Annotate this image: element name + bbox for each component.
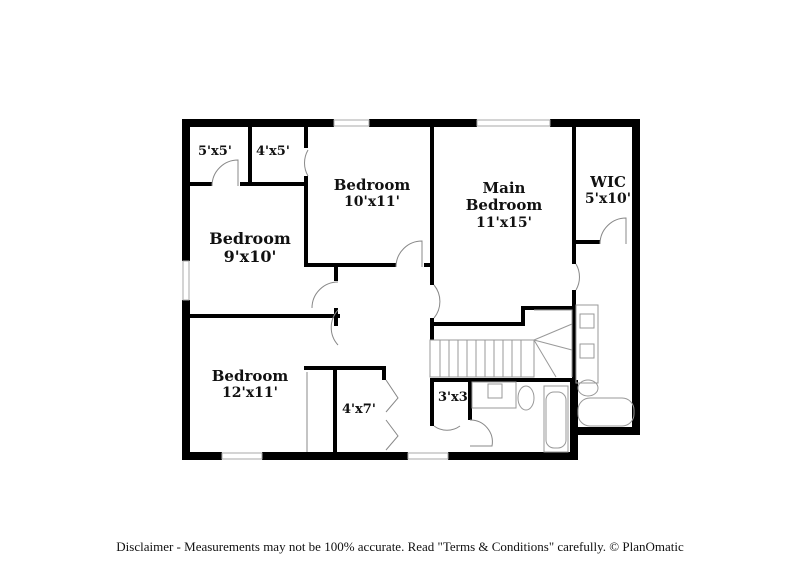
room-label-main-bedroom: Main Bedroom 11'x15' [448,179,560,231]
windows [182,119,551,460]
disclaimer-text: Disclaimer - Measurements may not be 100… [116,539,684,554]
room-label-closet-4x5: 4'x5' [256,144,290,159]
room-name: WIC [590,173,626,191]
room-dimensions: 11'x15' [476,214,532,231]
room-label-closet-5x5: 5'x5' [198,144,232,159]
room-name: Bedroom [209,229,291,248]
room-label-wic: WIC 5'x10' [578,173,638,208]
bathroom-fixtures [471,304,635,453]
room-name: Bedroom [333,176,411,194]
room-name-line1: Main [482,179,526,197]
room-dimensions: 5'x10' [584,191,632,208]
interior-walls [190,127,600,456]
room-dimensions: 10'x11' [344,194,400,211]
room-label-closet-4x7: 4'x7' [342,402,376,417]
room-label-closet-3x3: 3'x3 [438,390,468,405]
room-label-bedroom-9x10: Bedroom 9'x10' [194,229,306,267]
room-name-line2: Bedroom [465,196,543,215]
door-swings [211,149,627,452]
room-label-bedroom-10x11: Bedroom 10'x11' [318,176,426,211]
room-name: Bedroom [211,367,289,385]
room-dimensions: 9'x10' [223,247,277,267]
room-dimensions: 12'x11' [222,385,278,402]
staircase [429,309,573,378]
room-label-bedroom-12x11: Bedroom 12'x11' [194,367,306,402]
